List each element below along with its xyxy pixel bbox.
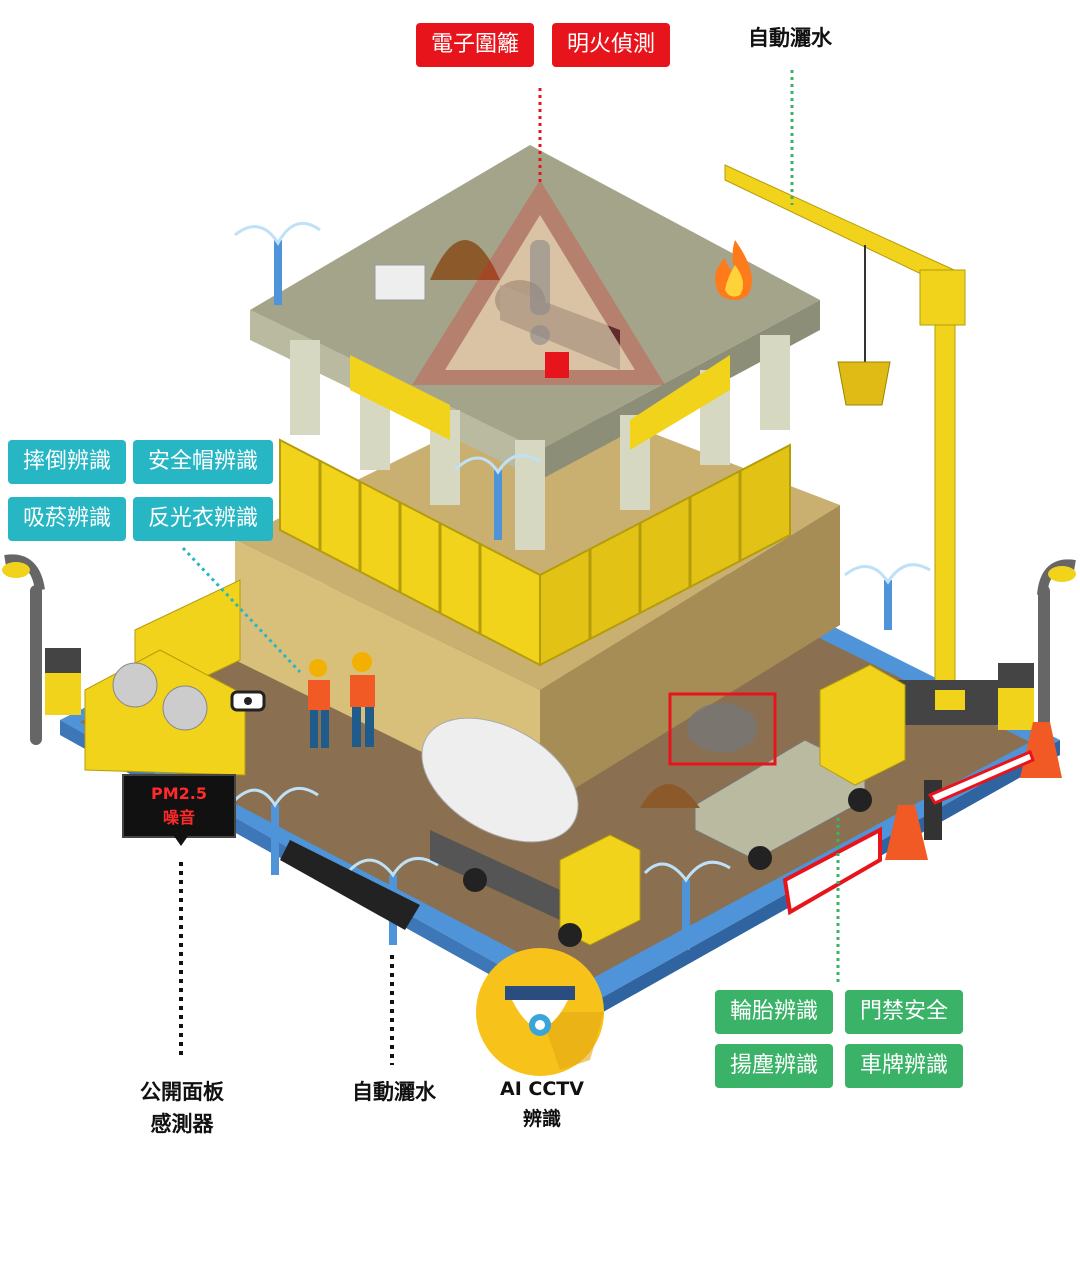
leader-lines [179, 70, 840, 1065]
tag-helmet-detection: 安全帽辨識 [133, 440, 273, 484]
tag-smoking-detection: 吸菸辨識 [8, 497, 126, 541]
label-panel-sensor: 公開面板 感測器 [110, 1076, 254, 1140]
truck-icon [694, 664, 906, 870]
dust-detection-box [640, 692, 777, 808]
tag-dust-detection: 揚塵辨識 [715, 1044, 833, 1088]
tag-fire-detection: 明火偵測 [552, 23, 670, 67]
crane-icon [724, 164, 1000, 725]
tag-fall-detection: 摔倒辨識 [8, 440, 126, 484]
traffic-cone-icon [885, 722, 1062, 860]
scaffold-yellow [279, 438, 791, 667]
label-panel-sensor-line2: 感測器 [150, 1112, 214, 1136]
sensor-panel-pm25: PM2.5 [151, 784, 207, 803]
tag-electronic-fence: 電子圍籬 [416, 23, 534, 67]
tag-tire-detection: 輪胎辨識 [715, 990, 833, 1034]
worker-icon [308, 652, 375, 748]
barrier-gate-icon [782, 750, 1035, 916]
pipe-section [280, 840, 420, 930]
sensor-panel-display: PM2.5 噪音 [122, 774, 236, 846]
mixer-truck-icon [421, 717, 641, 947]
fire-icon [715, 240, 752, 300]
label-ai-cctv-line1: AI CCTV [500, 1078, 584, 1100]
cctv-camera-icon [476, 948, 604, 1076]
label-auto-sprinkler-top: 自動灑水 [748, 26, 832, 50]
label-ai-cctv-line2: 辨識 [522, 1108, 561, 1130]
label-ai-cctv: AI CCTV 辨識 [470, 1074, 614, 1134]
sensor-panel-noise: 噪音 [162, 808, 195, 827]
tag-plate-detection: 車牌辨識 [845, 1044, 963, 1088]
site-office [84, 579, 246, 776]
street-lamp-icon [2, 554, 1076, 745]
tag-access-control: 門禁安全 [845, 990, 963, 1034]
sprinkler-spray [233, 221, 931, 883]
label-panel-sensor-line1: 公開面板 [140, 1080, 224, 1104]
label-auto-sprinkler-bottom: 自動灑水 [352, 1080, 436, 1104]
cctv-small-icon [230, 690, 266, 712]
warning-triangle-icon [412, 180, 665, 385]
gate-post [45, 648, 1034, 730]
tag-vest-detection: 反光衣辨識 [133, 497, 273, 541]
